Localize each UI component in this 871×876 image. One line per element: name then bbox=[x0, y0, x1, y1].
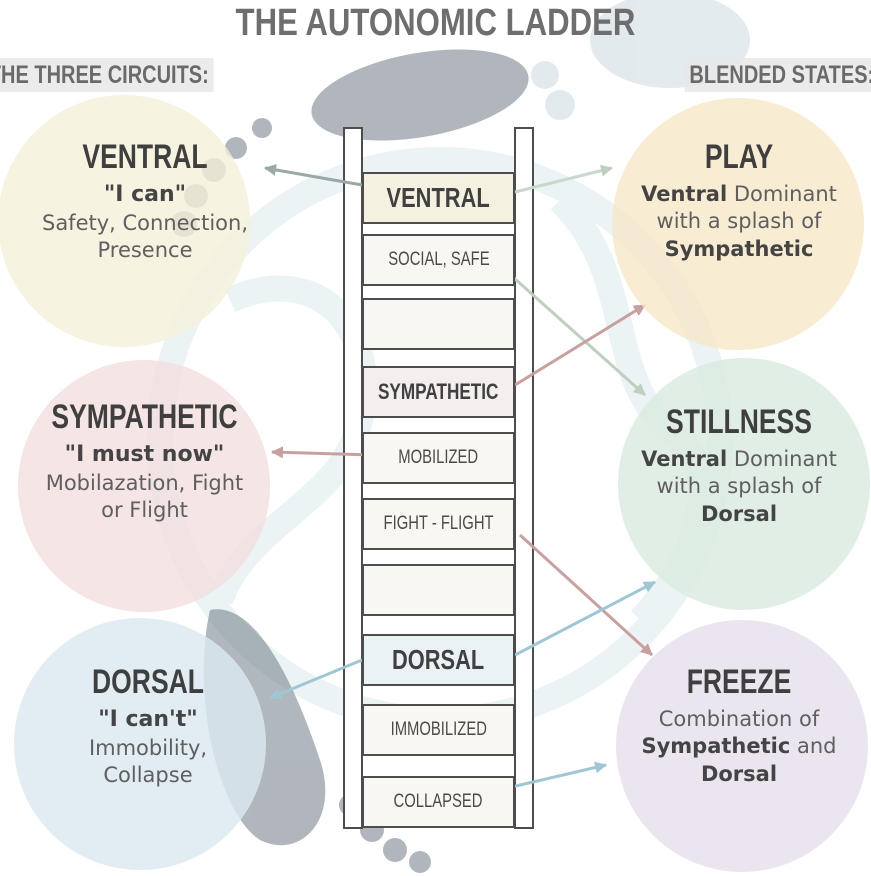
sympathetic-circle bbox=[18, 360, 270, 612]
page-title: THE AUTONOMIC LADDER bbox=[235, 2, 636, 44]
ventral-circle-title: VENTRAL bbox=[82, 138, 208, 176]
sympathetic-circle-quote: "I must now" bbox=[64, 442, 225, 468]
dorsal-circle-title: DORSAL bbox=[92, 663, 204, 701]
dorsal-circle-desc-1: Immobility, bbox=[88, 735, 208, 760]
arrow-social-to-stillness bbox=[504, 268, 646, 397]
stillness-circle bbox=[618, 358, 870, 610]
rung-mobilized: MOBILIZED bbox=[362, 432, 515, 484]
arrow-mobilized-to-sympathetic-circle bbox=[271, 446, 373, 459]
arrow-fight-to-freeze bbox=[518, 533, 654, 657]
arrow-dorsal-to-dorsal-circle bbox=[269, 658, 363, 700]
ventral-circle bbox=[0, 95, 250, 347]
play-circle-title: PLAY bbox=[704, 138, 774, 176]
dorsal-circle-quote: "I can't" bbox=[98, 707, 198, 733]
sympathetic-circle-desc-2: or Flight bbox=[101, 498, 188, 523]
freeze-circle-line-1: Combination of bbox=[658, 707, 820, 732]
arrow-sympathetic-to-play bbox=[514, 303, 646, 387]
blended-states-heading: BLENDED STATES: bbox=[684, 58, 871, 92]
rung-sympathetic: SYMPATHETIC bbox=[362, 366, 515, 418]
stillness-dominant-word: Dominant bbox=[727, 447, 837, 472]
sympathetic-circle-desc-1: Mobilazation, Fight bbox=[45, 470, 244, 495]
rung-immobilized: IMMOBILIZED bbox=[362, 704, 515, 756]
freeze-circle-text: FREEZE Combination of Sympathetic and Do… bbox=[610, 660, 868, 788]
play-circle-line-2: with a splash of bbox=[656, 209, 822, 234]
sympathetic-circle-title: SYMPATHETIC bbox=[51, 398, 238, 436]
three-circuits-heading: THE THREE CIRCUITS: bbox=[0, 58, 214, 92]
ventral-circle-quote: "I can" bbox=[103, 182, 187, 208]
rung-dorsal: DORSAL bbox=[362, 634, 515, 686]
dorsal-circle bbox=[14, 618, 266, 870]
ventral-circle-desc-1: Safety, Connection, bbox=[41, 210, 249, 235]
dorsal-circle-text: DORSAL "I can't" Immobility, Collapse bbox=[8, 660, 288, 789]
stillness-circle-line-1: Ventral Dominant bbox=[610, 446, 868, 473]
freeze-sympathetic-word: Sympathetic bbox=[641, 734, 791, 759]
freeze-circle bbox=[616, 620, 868, 872]
rung-social-safe: SOCIAL, SAFE bbox=[362, 234, 515, 286]
play-circle bbox=[612, 98, 864, 350]
freeze-and-word: and bbox=[790, 734, 837, 759]
play-circle-line-1: Ventral Dominant bbox=[610, 181, 868, 208]
rung-blank-2 bbox=[362, 564, 515, 616]
play-sympathetic-word: Sympathetic bbox=[664, 236, 814, 261]
ventral-circle-text: VENTRAL "I can" Safety, Connection, Pres… bbox=[0, 135, 290, 264]
stillness-circle-text: STILLNESS Ventral Dominant with a splash… bbox=[610, 400, 868, 528]
ladder-right-rail bbox=[514, 127, 534, 829]
dorsal-circle-desc-2: Collapse bbox=[103, 763, 193, 788]
sympathetic-circle-text: SYMPATHETIC "I must now" Mobilazation, F… bbox=[2, 395, 287, 524]
rung-collapsed: COLLAPSED bbox=[362, 776, 515, 828]
play-circle-text: PLAY Ventral Dominant with a splash of S… bbox=[610, 135, 868, 263]
arrow-ventral-to-play bbox=[514, 164, 613, 194]
freeze-circle-line-2: Sympathetic and bbox=[610, 733, 868, 760]
rung-blank-1 bbox=[362, 298, 515, 350]
stillness-ventral-word: Ventral bbox=[641, 447, 728, 472]
stillness-circle-line-2: with a splash of bbox=[656, 474, 822, 499]
arrow-ventral-to-ventral-circle bbox=[264, 163, 363, 187]
ladder-left-rail bbox=[343, 127, 363, 829]
play-dominant-word: Dominant bbox=[727, 182, 837, 207]
rung-fight-flight: FIGHT - FLIGHT bbox=[362, 498, 515, 550]
stillness-circle-line-3: Dorsal bbox=[610, 501, 868, 528]
freeze-circle-line-3: Dorsal bbox=[610, 761, 868, 788]
rung-ventral: VENTRAL bbox=[362, 172, 515, 224]
arrow-dorsal-to-stillness bbox=[514, 580, 656, 657]
freeze-dorsal-word: Dorsal bbox=[700, 761, 778, 786]
freeze-circle-title: FREEZE bbox=[686, 663, 792, 701]
stillness-circle-title: STILLNESS bbox=[666, 403, 812, 441]
play-ventral-word: Ventral bbox=[641, 182, 728, 207]
play-circle-line-3: Sympathetic bbox=[610, 236, 868, 263]
stillness-dorsal-word: Dorsal bbox=[700, 501, 778, 526]
ventral-circle-desc-2: Presence bbox=[97, 238, 193, 263]
